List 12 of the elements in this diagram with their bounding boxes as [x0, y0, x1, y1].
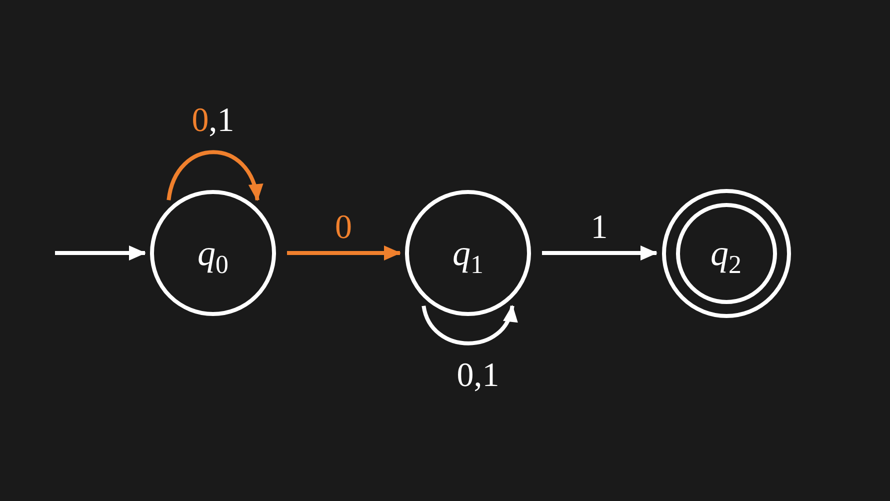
accepting-state-outer-ring	[662, 188, 790, 318]
state-label: q$_{0}$	[198, 235, 228, 271]
state-circle	[676, 202, 776, 304]
start-arrow	[55, 246, 146, 260]
state-circle	[150, 190, 276, 316]
transition-arrow	[542, 246, 658, 260]
state-label: q$_{1}$	[452, 235, 484, 271]
state-circle	[405, 190, 531, 316]
self-loop-arrow	[422, 304, 516, 346]
transition-arrow	[287, 246, 401, 260]
self-loop-arrow	[166, 150, 262, 202]
state-label: q$_{2}$	[710, 235, 742, 271]
